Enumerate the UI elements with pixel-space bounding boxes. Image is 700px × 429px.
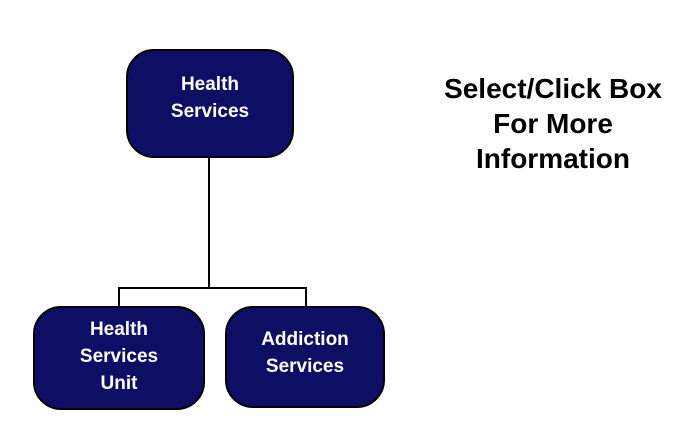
node-health-services[interactable]: Health Services — [126, 49, 294, 158]
instruction-line: Information — [476, 143, 630, 174]
connector-horizontal — [118, 287, 307, 289]
label-line: Unit — [100, 372, 138, 394]
node-addiction-services[interactable]: Addiction Services — [225, 306, 385, 408]
label-line: Services — [79, 345, 159, 367]
node-health-services-label: Health Services — [171, 71, 249, 125]
node-health-services-unit[interactable]: Health Services Unit — [33, 306, 205, 410]
label-line: Services — [170, 100, 250, 122]
connector-left-stub — [118, 287, 120, 307]
instruction-line: Select/Click Box — [444, 73, 662, 104]
instruction-text: Select/Click Box For More Information — [418, 71, 688, 176]
instruction-line: For More — [493, 108, 613, 139]
label-line: Services — [265, 356, 345, 377]
node-addiction-services-label: Addiction Services — [261, 326, 349, 380]
label-line: Addiction — [261, 329, 349, 350]
connector-right-stub — [305, 287, 307, 307]
label-line: Health — [180, 73, 240, 95]
node-health-services-unit-label: Health Services Unit — [80, 316, 158, 397]
label-line: Health — [89, 318, 149, 340]
connector-root-vertical — [208, 158, 210, 288]
